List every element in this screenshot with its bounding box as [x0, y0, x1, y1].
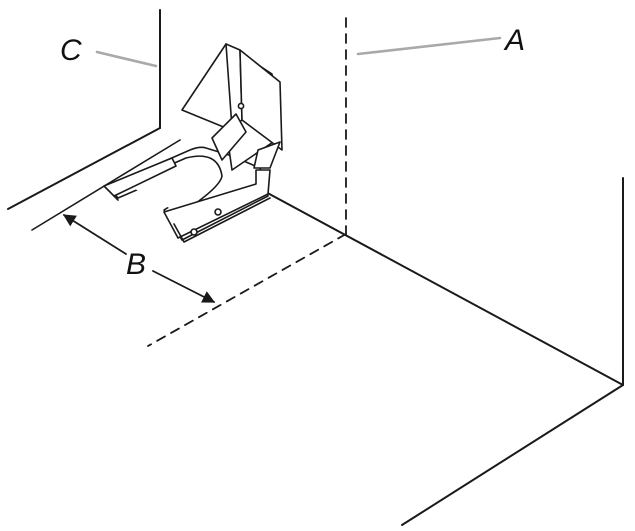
label-c: C [60, 34, 82, 67]
bracket-upright-right [239, 49, 283, 151]
reference-line-b [147, 233, 347, 347]
bracket-left-channel [103, 157, 177, 197]
leader-line-c [95, 50, 158, 68]
leader-line-a [356, 36, 502, 56]
bracket-lower-fold [253, 141, 281, 169]
dimension-b [62, 214, 216, 303]
reference-lines [147, 17, 347, 347]
wall-base-line-left [7, 127, 161, 210]
bracket-slot [125, 155, 223, 215]
label-b: B [126, 248, 146, 281]
dimension-arrow-end [152, 270, 216, 303]
wall-base-line-right [261, 189, 624, 386]
mounting-bracket [103, 43, 283, 243]
label-a: A [503, 24, 525, 57]
bracket-hole-2 [214, 208, 222, 216]
bracket-front-flange [163, 169, 271, 239]
bracket-left-channel-edge [113, 195, 119, 201]
bracket-upright-hole [237, 102, 245, 110]
room-outline [7, 9, 624, 526]
dimension-arrow-start [62, 214, 127, 255]
bracket-inner-fold [211, 113, 247, 161]
floor-front-edge [401, 384, 624, 526]
bracket-hole-1 [190, 228, 198, 236]
bracket-front-flange-edge [173, 197, 271, 243]
